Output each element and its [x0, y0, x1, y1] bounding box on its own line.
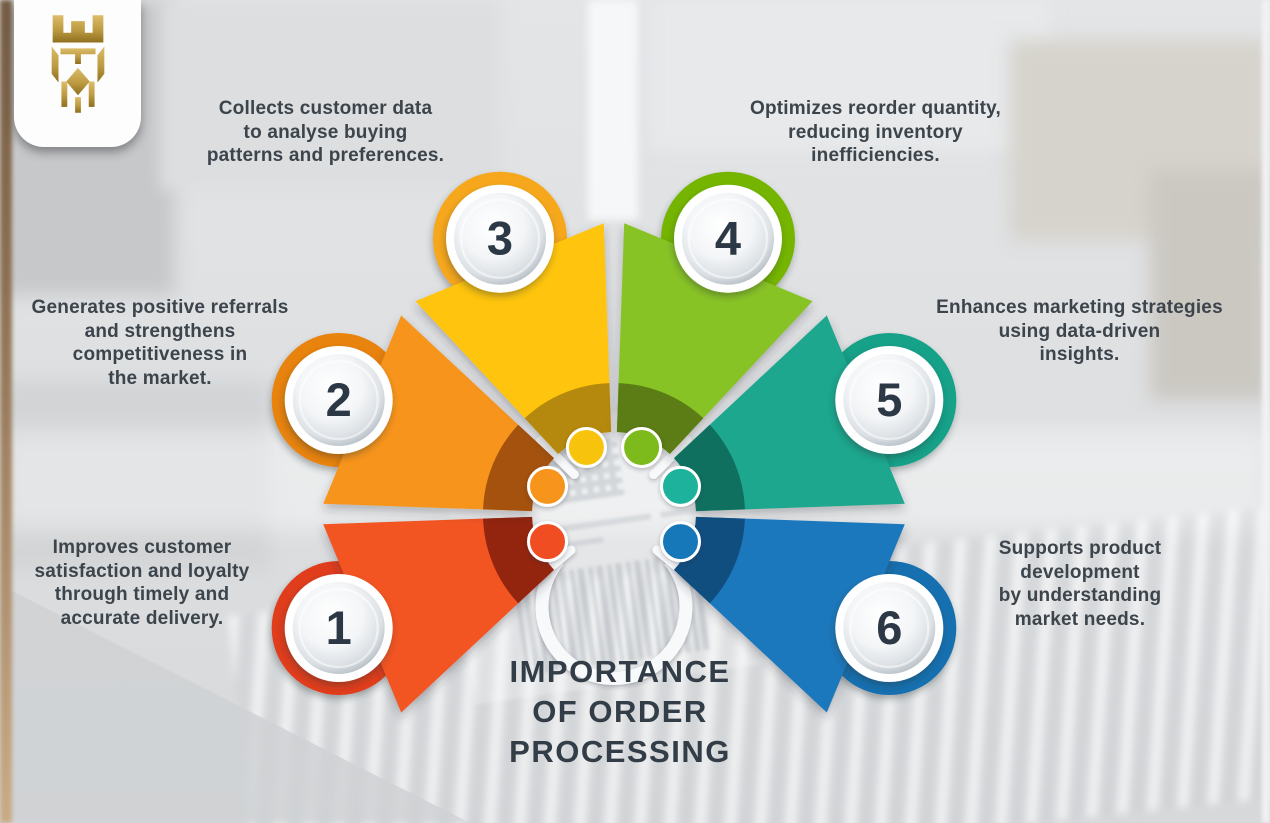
hub-spoke [649, 436, 692, 479]
step-4-label: Optimizes reorder quantity, reducing inv… [749, 98, 1002, 166]
step-1-label: Improves customer satisfaction and loyal… [34, 537, 250, 629]
step-5-badge: 5 [835, 346, 944, 454]
step-2-badge: 2 [284, 346, 393, 454]
hub-dot-2 [527, 465, 568, 507]
step-4-number: 4 [715, 212, 741, 265]
background-shelf [0, 380, 270, 570]
step-4-badge: 4 [674, 184, 782, 293]
step-2-label: Generates positive referrals and strengt… [31, 297, 289, 389]
background-box [588, 0, 638, 220]
step-3-number: 3 [487, 212, 513, 265]
background-edge [1262, 0, 1270, 823]
wedge-4-inner-band [616, 383, 704, 454]
hub-dot-6 [660, 521, 701, 563]
hub-dot-4 [621, 427, 663, 468]
wedge-6-inner-band [674, 516, 745, 604]
wedge-3-inner-band [524, 383, 612, 454]
step-5-label: Enhances marketing strategies using data… [936, 297, 1223, 365]
step-1-badge: 1 [284, 574, 393, 682]
gold-crest-logo-icon [51, 15, 104, 113]
hub-dot-5 [660, 465, 701, 507]
step-3-label: Collects customer data to analyse buying… [206, 98, 445, 166]
wedge-2-inner-band [483, 424, 554, 512]
step-2-number: 2 [326, 373, 352, 426]
wedge-1-inner-band [483, 516, 554, 604]
background-box [1150, 170, 1270, 400]
page-title: IMPORTANCE OF ORDER PROCESSING [509, 654, 731, 769]
step-3-badge: 3 [446, 184, 554, 293]
wedge-5-inner-band [674, 424, 745, 512]
hub-spoke [536, 436, 579, 479]
step-6-label: Supports product development by understa… [998, 538, 1162, 630]
background-wall-strip [0, 0, 12, 823]
brand-logo-card [14, 0, 141, 147]
hub-ring [535, 556, 693, 685]
step-6-number: 6 [876, 601, 902, 654]
hub-dot-3 [565, 427, 607, 468]
hub-dot-1 [527, 521, 568, 563]
step-5-number: 5 [876, 373, 902, 426]
step-1-number: 1 [326, 601, 352, 654]
background-box [160, 0, 500, 190]
background-box [650, 0, 1050, 150]
step-6-badge: 6 [835, 574, 944, 682]
